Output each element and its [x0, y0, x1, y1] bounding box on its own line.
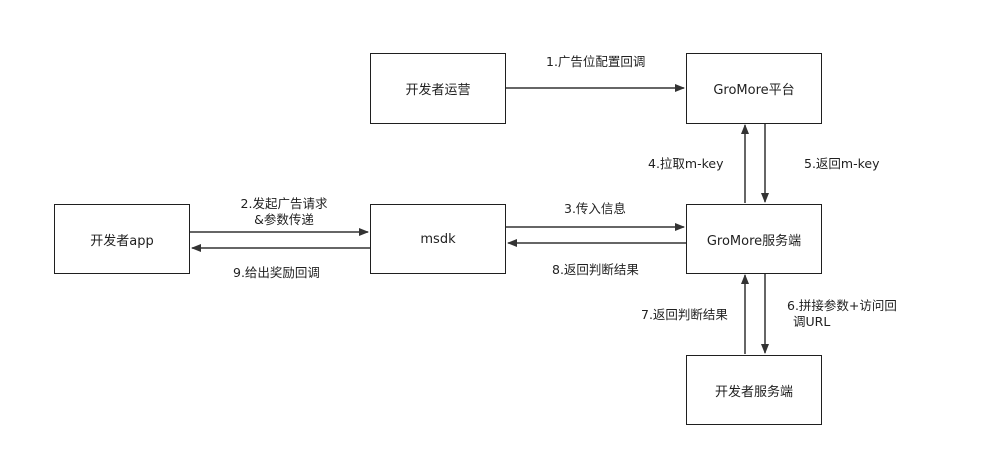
edge-2-label: 2.发起广告请求 &参数传递: [224, 196, 344, 228]
node-dev-app: 开发者app: [54, 204, 190, 274]
node-gromore-platform: GroMore平台: [686, 53, 822, 124]
edge-2-label-line2: &参数传递: [254, 212, 314, 227]
edge-9-label: 9.给出奖励回调: [233, 265, 320, 280]
node-msdk: msdk: [370, 204, 506, 274]
edge-4-label: 4.拉取m-key: [648, 156, 724, 171]
edge-6-label-line1: 6.拼接参数+访问回: [787, 298, 897, 313]
edge-3-label: 3.传入信息: [564, 201, 626, 216]
node-gromore-server: GroMore服务端: [686, 204, 822, 274]
node-dev-server: 开发者服务端: [686, 355, 822, 425]
edge-6-label: 6.拼接参数+访问回 调URL: [787, 298, 897, 330]
edge-6-label-line2: 调URL: [793, 314, 831, 329]
edge-1-label: 1.广告位配置回调: [546, 54, 646, 69]
edge-5-label: 5.返回m-key: [804, 156, 880, 171]
node-dev-ops: 开发者运营: [370, 53, 506, 124]
edge-2-label-line1: 2.发起广告请求: [240, 196, 328, 211]
edge-8-label: 8.返回判断结果: [552, 262, 639, 277]
edge-7-label: 7.返回判断结果: [641, 307, 728, 322]
